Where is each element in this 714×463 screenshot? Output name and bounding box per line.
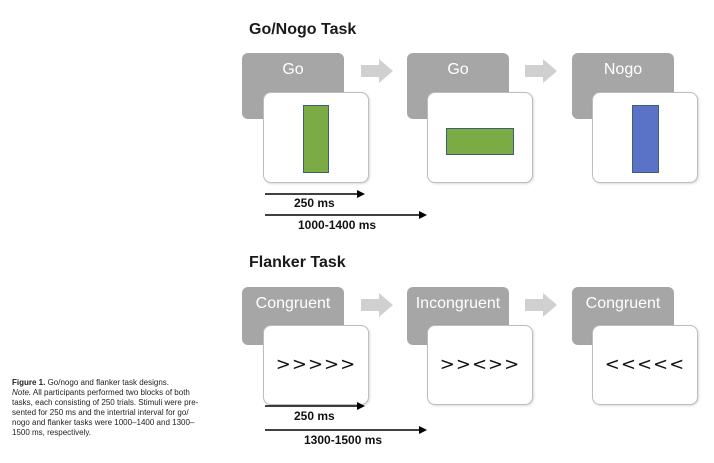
flanker-stim-duration-label: 250 ms bbox=[294, 409, 335, 423]
caption-lead: Figure 1. bbox=[12, 378, 46, 387]
caption-note-label: Note. bbox=[12, 388, 32, 397]
caption-note-line-4: nogo and flanker tasks were 1000–1400 an… bbox=[12, 418, 195, 427]
gonogo-stim-duration-label: 250 ms bbox=[294, 196, 335, 210]
nogo-vertical-blue-rectangle bbox=[632, 105, 659, 173]
transition-arrow-icon bbox=[361, 59, 393, 83]
flanker-trial-3-stimulus-box: <<<<< bbox=[592, 325, 698, 405]
flanker-iti-arrow bbox=[265, 426, 427, 434]
gonogo-trial-2-stimulus-box bbox=[427, 92, 533, 183]
flanker-title: Flanker Task bbox=[249, 254, 346, 271]
gonogo-stim-duration-arrow bbox=[265, 190, 365, 198]
flanker-iti-label: 1300-1500 ms bbox=[304, 433, 383, 447]
caption-note-line-1: All participants performed two blocks of… bbox=[32, 388, 190, 397]
flanker-trial-1-stimulus: >>>>> bbox=[275, 354, 357, 375]
flanker-trial-2-stimulus-box: >><>> bbox=[427, 325, 533, 405]
figure-caption: Figure 1. Go/nogo and flanker task desig… bbox=[12, 378, 228, 438]
gonogo-iti-arrow bbox=[265, 211, 427, 219]
gonogo-iti-label: 1000-1400 ms bbox=[298, 218, 377, 232]
flanker-trial-3-stimulus: <<<<< bbox=[604, 354, 686, 375]
caption-note-line: Note. All participants performed two blo… bbox=[12, 388, 228, 398]
flanker-stim-duration-arrow bbox=[265, 402, 365, 410]
flanker-trial-2-stimulus: >><>> bbox=[439, 354, 521, 375]
caption-title: Go/nogo and flanker task designs. bbox=[47, 378, 169, 387]
go-horizontal-green-rectangle bbox=[446, 128, 514, 155]
caption-title-line: Figure 1. Go/nogo and flanker task desig… bbox=[12, 378, 228, 388]
gonogo-trial-1-stimulus-box bbox=[263, 92, 369, 183]
gonogo-title: Go/Nogo Task bbox=[249, 21, 357, 38]
flanker-trial-1-stimulus-box: >>>>> bbox=[263, 325, 369, 405]
caption-note-line-2: tasks, each consisting of 250 trials. St… bbox=[12, 398, 199, 407]
go-vertical-green-rectangle bbox=[303, 105, 329, 173]
transition-arrow-icon bbox=[525, 59, 557, 83]
caption-note-line-5: 1500 ms, respectively. bbox=[12, 428, 91, 437]
gonogo-trial-3-stimulus-box bbox=[592, 92, 698, 183]
transition-arrow-icon bbox=[525, 293, 557, 317]
transition-arrow-icon bbox=[361, 293, 393, 317]
caption-note-line-3: sented for 250 ms and the intertrial int… bbox=[12, 408, 189, 417]
